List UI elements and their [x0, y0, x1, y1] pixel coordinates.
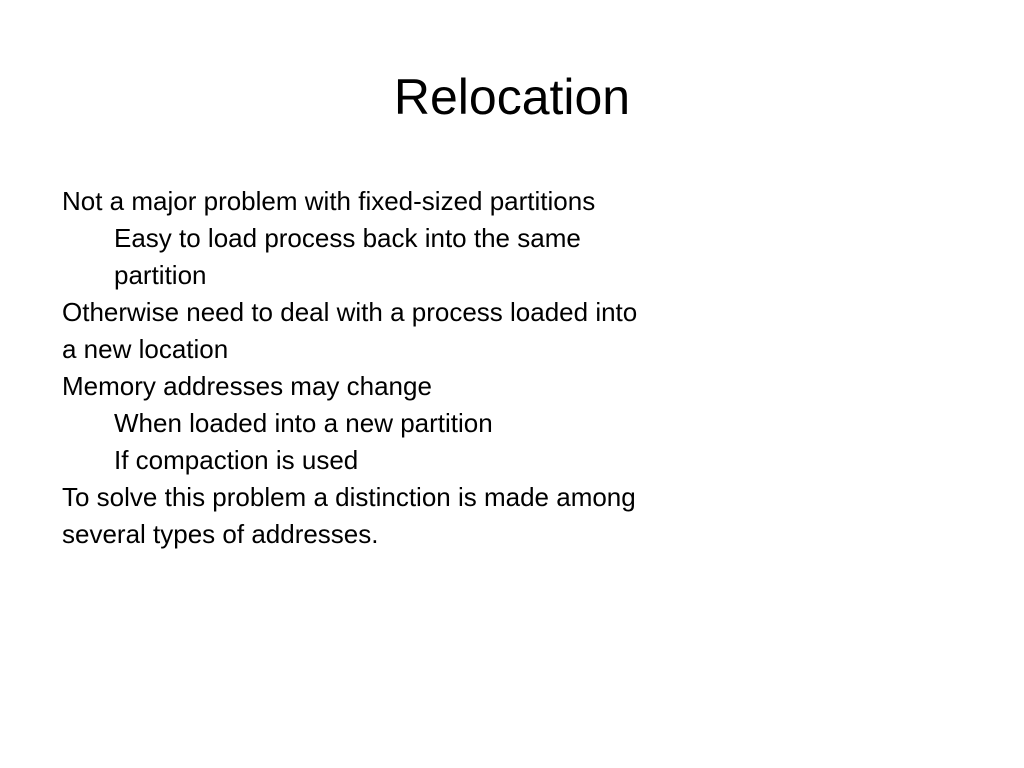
body-line: Otherwise need to deal with a process lo… [62, 297, 638, 327]
body-line: a new location [62, 334, 229, 364]
body-line: To solve this problem a distinction is m… [62, 482, 636, 512]
body-line-indented: Easy to load process back into the same [114, 223, 581, 253]
body-line: several types of addresses. [62, 519, 379, 549]
body-line-indented: partition [114, 260, 207, 290]
slide-body: Not a major problem with fixed-sized par… [62, 183, 772, 553]
body-line: Not a major problem with fixed-sized par… [62, 186, 596, 216]
body-line: Memory addresses may change [62, 371, 432, 401]
slide-title: Relocation [393, 69, 631, 125]
body-line-indented: If compaction is used [114, 445, 359, 475]
body-line-indented: When loaded into a new partition [114, 408, 493, 438]
